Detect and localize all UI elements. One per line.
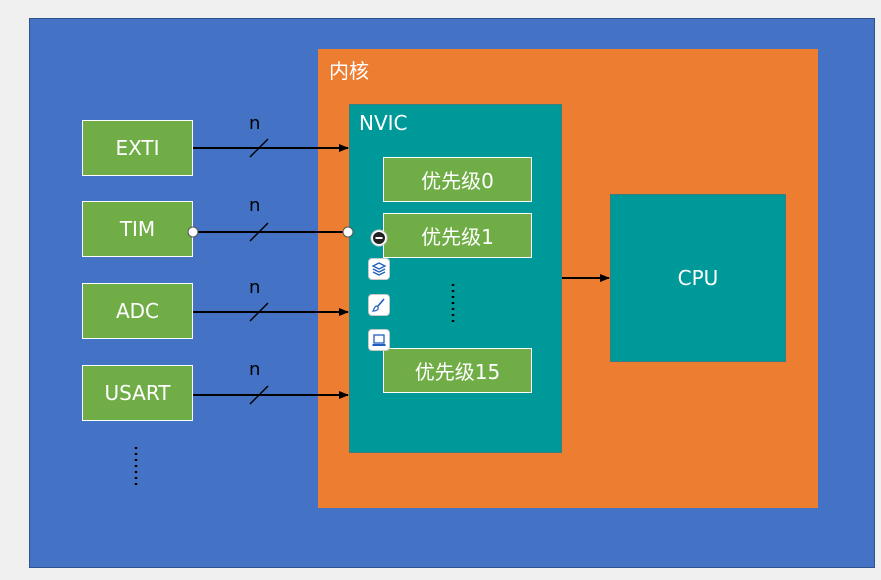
cpu-block: CPU (610, 194, 786, 362)
bus-slash-tim (249, 222, 269, 242)
source-tim: TIM (82, 201, 193, 257)
layers-button[interactable] (368, 258, 390, 280)
layers-icon (371, 262, 387, 276)
connector-handle-start (187, 226, 199, 238)
bus-label-usart: n (249, 359, 261, 380)
connector-handle-end (342, 226, 354, 238)
source-exti: EXTI (82, 120, 193, 176)
bus-label-exti: n (249, 113, 261, 134)
bus-label-tim: n (249, 195, 261, 216)
source-adc: ADC (82, 283, 193, 339)
laptop-icon (372, 334, 386, 346)
core-label: 内核 (329, 59, 369, 83)
priority-0: 优先级0 (383, 157, 532, 202)
bus-slash-exti (249, 138, 269, 158)
nvic-label: NVIC (359, 111, 408, 135)
brush-icon (371, 298, 385, 312)
bus-slash-adc (249, 302, 269, 322)
bus-slash-usart (249, 385, 269, 405)
priority-15: 优先级15 (383, 348, 532, 393)
present-button[interactable] (368, 329, 390, 351)
source-usart: USART (82, 365, 193, 421)
bus-label-adc: n (249, 277, 261, 298)
remove-button[interactable] (369, 228, 389, 248)
priority-1: 优先级1 (383, 213, 532, 258)
style-button[interactable] (368, 294, 390, 316)
minus-circle-icon (370, 229, 388, 247)
